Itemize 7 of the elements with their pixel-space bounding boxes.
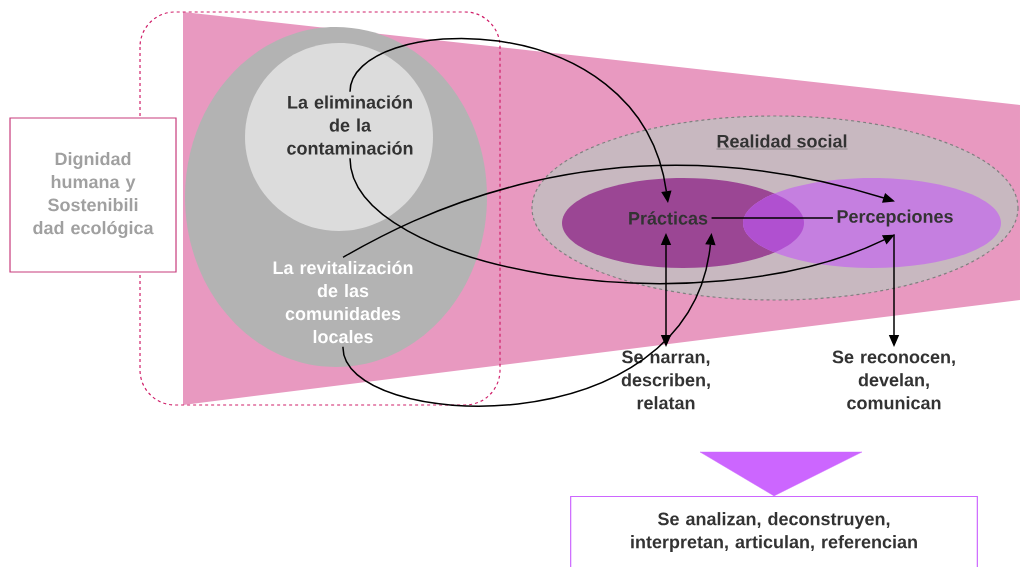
text: Se reconocen, develan, comunican — [832, 350, 955, 410]
connector-line — [710, 217, 834, 219]
text: La revitalización de las comunidades locales — [273, 260, 413, 344]
text: Se narran, describen, relatan — [621, 350, 710, 410]
text-box: Dignidad humana y Sostenibili dad ecológica — [9, 117, 177, 273]
text-box: Se analizan, deconstruyen, interpretan, articulan, referencian — [570, 495, 978, 567]
chevron-arrow — [699, 451, 863, 497]
